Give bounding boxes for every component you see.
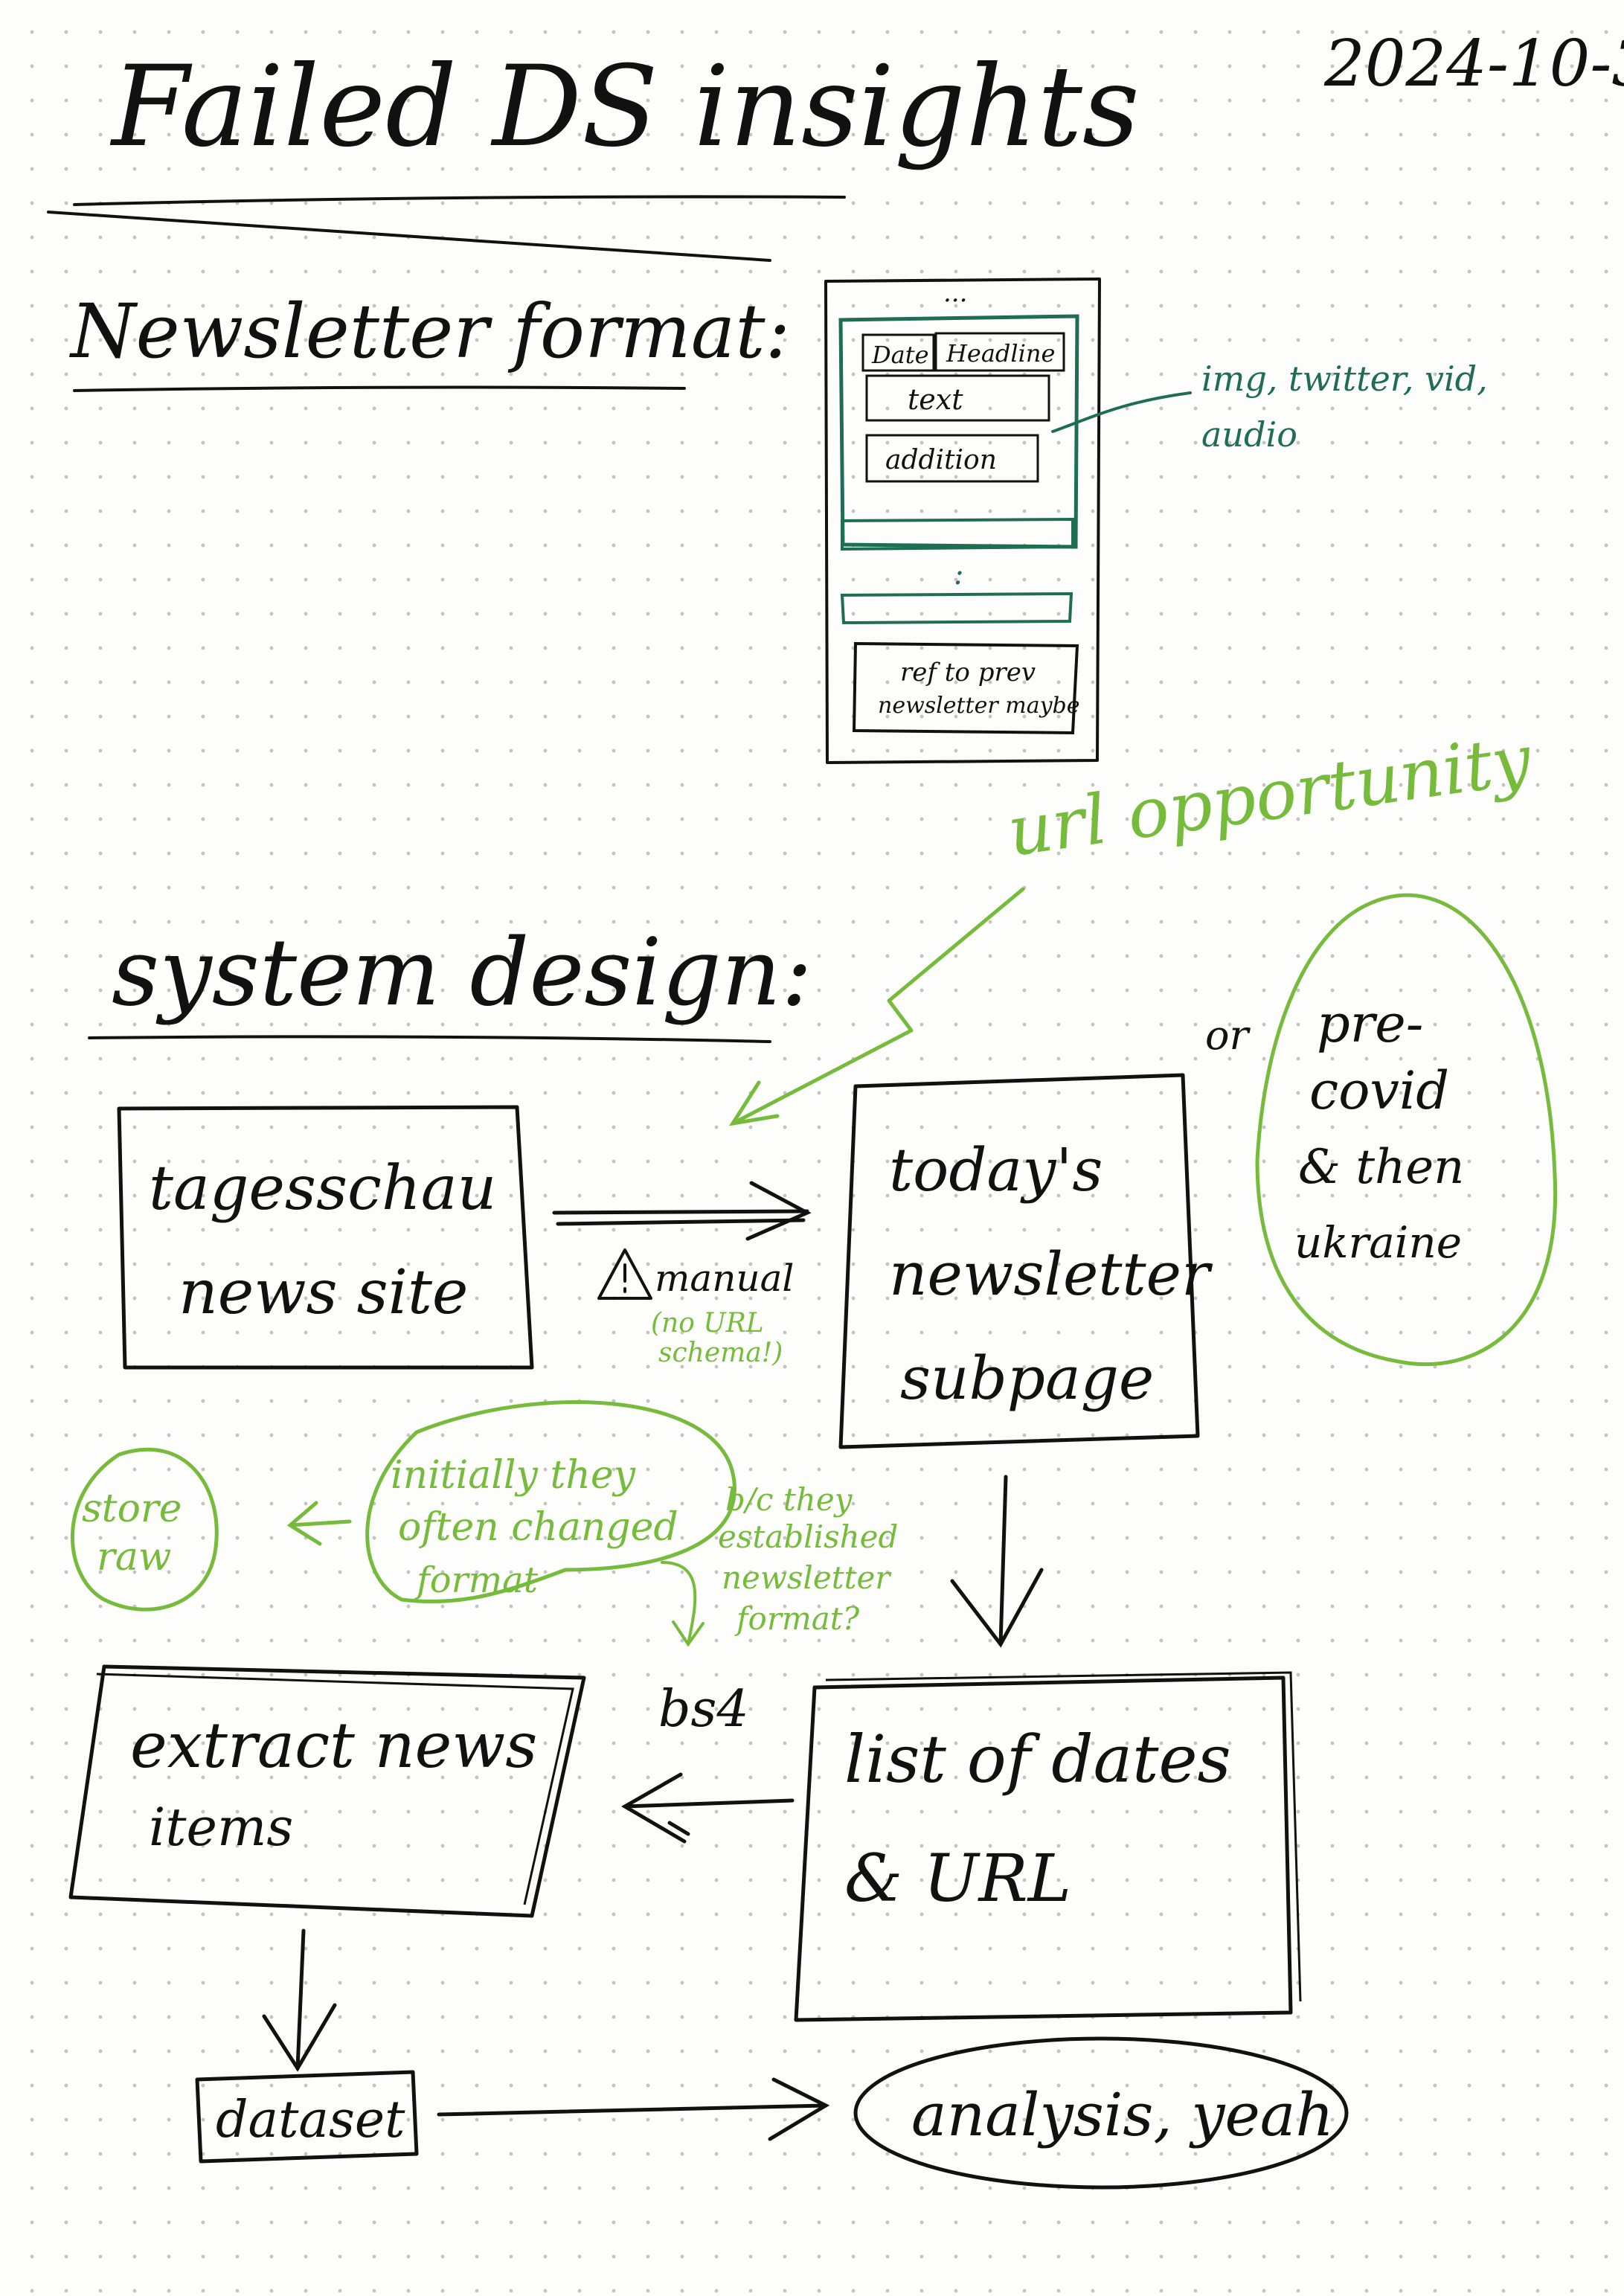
analysis-node: analysis, yeah [853,2036,1349,2190]
todays-newsletter-node: today's newsletter subpage [838,1073,1213,1449]
covid-prefix: or [1205,1012,1251,1059]
media-annotation-line1: img, twitter, vid, [1201,359,1488,399]
system-design-heading: system design: [112,919,812,1027]
todays-newsletter-box [838,1073,1200,1449]
mockup-footer-box [852,641,1079,735]
extract-news-line2: items [149,1797,293,1858]
covid-line1: pre- [1317,993,1423,1054]
store-raw-line2: raw [97,1535,171,1580]
bs4-label: bs4 [658,1680,749,1739]
todays-label-line3: subpage [900,1344,1154,1413]
mockup-addition-label: addition [885,445,997,475]
mockup-headline-cell [934,332,1065,372]
btc-line4: format? [734,1600,860,1637]
url-opportunity-arrow [731,887,1025,1126]
btc-line1: b/c they [725,1481,853,1518]
media-annotation-arrow [1051,391,1192,433]
tagesschau-label-line1: tagesschau [149,1153,496,1224]
initially-line2: often changed [398,1505,678,1550]
url-opportunity-arrowhead [728,1080,780,1126]
mockup-footer-line2: newsletter maybe [878,693,1079,719]
right-arrow-dataset-to-analysis [437,2077,830,2141]
manual-label: manual [655,1257,794,1300]
initially-line3: format [414,1559,539,1601]
dataset-node: dataset [195,2070,419,2164]
list-of-dates-box-echo [825,1671,1302,2002]
mockup-text-cell [865,374,1050,422]
system-design-underline [88,1035,771,1043]
todays-label-line2: newsletter [889,1240,1213,1309]
mockup-headline-label: Headline [946,339,1055,368]
media-annotation-line2: audio [1201,414,1297,455]
initially-blob [365,1400,736,1604]
dataset-box [195,2070,419,2164]
down-arrow-todays-to-list [950,1475,1044,1648]
mockup-collapsed-item-1 [841,517,1074,551]
initially-line1: initially they [391,1453,636,1498]
todays-label-line1: today's [889,1135,1103,1205]
tagesschau-box [117,1105,534,1370]
btc-line2: established [718,1519,898,1555]
mockup-news-item-box [838,314,1079,549]
extract-news-line1: extract news [130,1709,537,1782]
analysis-label: analysis, yeah [911,2080,1334,2149]
mockup-dots-top: ... [943,278,967,308]
manual-arrow [552,1181,812,1241]
analysis-ellipse [853,2036,1349,2190]
mockup-addition-cell [865,434,1039,483]
extract-news-box [68,1664,586,1918]
manual-note-line2: schema!) [658,1338,783,1368]
mockup-date-label: Date [871,341,929,369]
newsletter-heading-underline [73,385,686,392]
mockup-collapsed-item-2 [840,591,1073,625]
store-raw-ellipse [70,1447,219,1612]
covid-line4: ukraine [1294,1217,1462,1268]
manual-note-line1: (no URL [651,1308,764,1338]
store-raw-arrow [286,1501,352,1546]
covid-line2: covid [1309,1060,1449,1121]
btc-line3: newsletter [722,1559,892,1596]
title-underline [47,195,846,262]
extract-news-node: extract news items [68,1664,586,1918]
list-of-dates-line1: list of dates [844,1721,1231,1798]
store-raw-line1: store [82,1487,182,1531]
newsletter-mockup: ... Date Headline text addition : ref to… [824,278,1101,764]
list-of-dates-box [794,1675,1293,2022]
dataset-label: dataset [216,2091,405,2149]
list-of-dates-line2: & URL [844,1840,1071,1917]
page-title: Failed DS insights [109,42,1140,172]
page-date: 2024-10-31 [1323,27,1624,101]
left-arrow-list-to-extract [621,1772,795,1844]
mockup-footer-line1: ref to prev [900,658,1036,687]
covid-ellipse [1255,893,1558,1367]
tagesschau-label-line2: news site [179,1257,468,1328]
extract-news-box-echo [96,1673,574,1905]
mockup-dots-middle: : [954,557,963,591]
tagesschau-node: tagesschau news site [117,1105,534,1370]
newsletter-heading: Newsletter format: [69,288,790,375]
down-arrow-extract-to-dataset [262,1928,337,2072]
mockup-frame [824,278,1101,764]
mockup-text-label: text [908,383,963,416]
url-opportunity-label: url opportunity [1003,719,1536,872]
covid-line3: & then [1298,1140,1464,1195]
mockup-date-cell [861,333,935,372]
warning-icon [597,1248,652,1300]
btc-arrow [661,1561,705,1647]
list-of-dates-node: list of dates & URL [794,1671,1302,2022]
